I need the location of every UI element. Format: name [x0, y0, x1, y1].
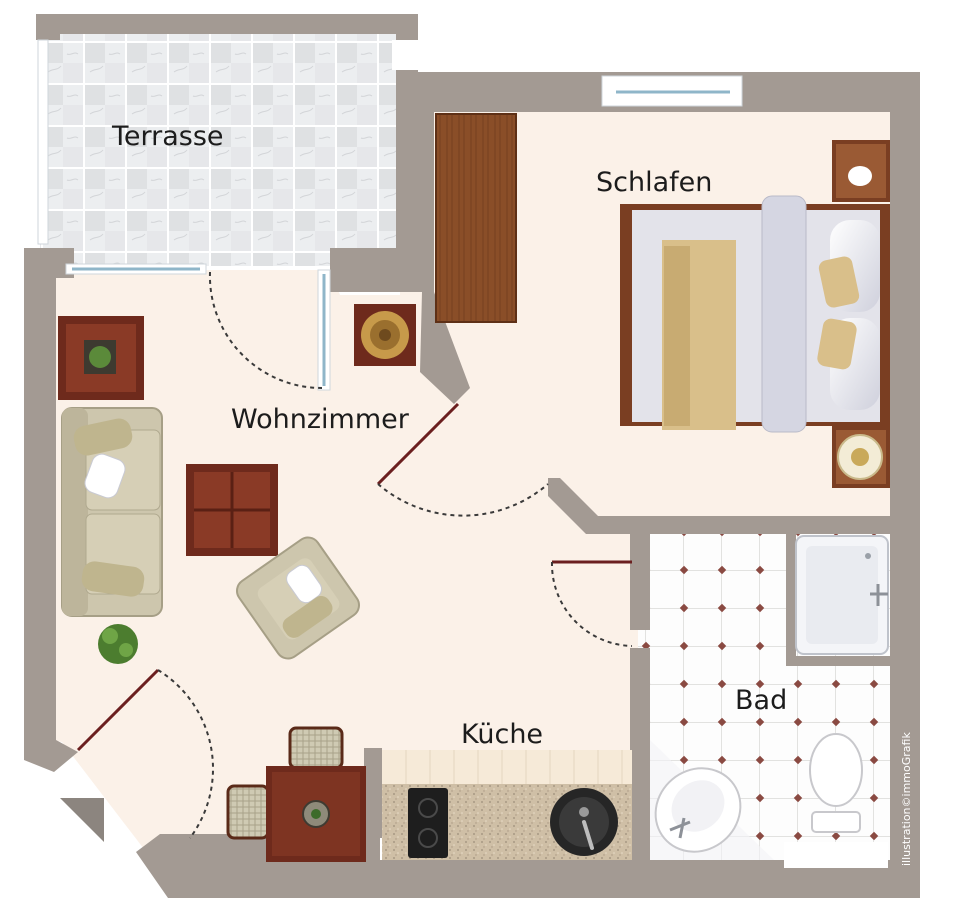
duvet-fold	[761, 195, 807, 433]
washbasin	[650, 740, 774, 860]
double-bed	[620, 195, 890, 433]
wall-left	[24, 248, 56, 748]
dining-set	[226, 726, 366, 862]
nightstand-top	[832, 140, 890, 202]
window-icon	[784, 842, 888, 868]
armchair	[236, 536, 360, 660]
door-swing-icon	[550, 560, 633, 647]
illustration-credit: illustration©immoGrafik	[900, 732, 913, 866]
window-icon	[392, 40, 418, 70]
terrace-floor	[40, 34, 398, 266]
doors	[76, 271, 633, 839]
coffee-table	[186, 464, 278, 556]
toilet	[809, 733, 863, 833]
side-table-plant	[58, 316, 144, 400]
sofa	[61, 407, 163, 617]
terrace-railing-top	[36, 14, 418, 34]
potted-plant	[98, 624, 138, 664]
room-label-terrace: Terrasse	[111, 121, 224, 152]
windows	[37, 39, 888, 868]
wall-kitchen	[364, 748, 382, 838]
door-swing-icon	[376, 402, 549, 517]
wardrobe	[435, 113, 517, 323]
round-basket-table	[354, 304, 416, 366]
room-label-bath: Bad	[735, 685, 787, 716]
wall-right	[890, 72, 920, 898]
cooktop	[408, 788, 448, 858]
room-label-living: Wohnzimmer	[231, 404, 410, 435]
nightstand-bottom	[832, 426, 890, 488]
window-icon	[37, 39, 49, 245]
entry-marker	[60, 798, 104, 842]
plant-icon	[98, 624, 138, 664]
door-swing-icon	[208, 271, 323, 389]
door-swing-icon	[76, 668, 214, 839]
shower-tray	[795, 535, 889, 655]
plant-icon	[89, 346, 111, 368]
room-label-kitchen: Küche	[461, 719, 543, 750]
kitchen-counter	[382, 750, 632, 860]
room-label-bedroom: Schlafen	[596, 167, 712, 198]
wall-bath-left	[630, 520, 650, 630]
